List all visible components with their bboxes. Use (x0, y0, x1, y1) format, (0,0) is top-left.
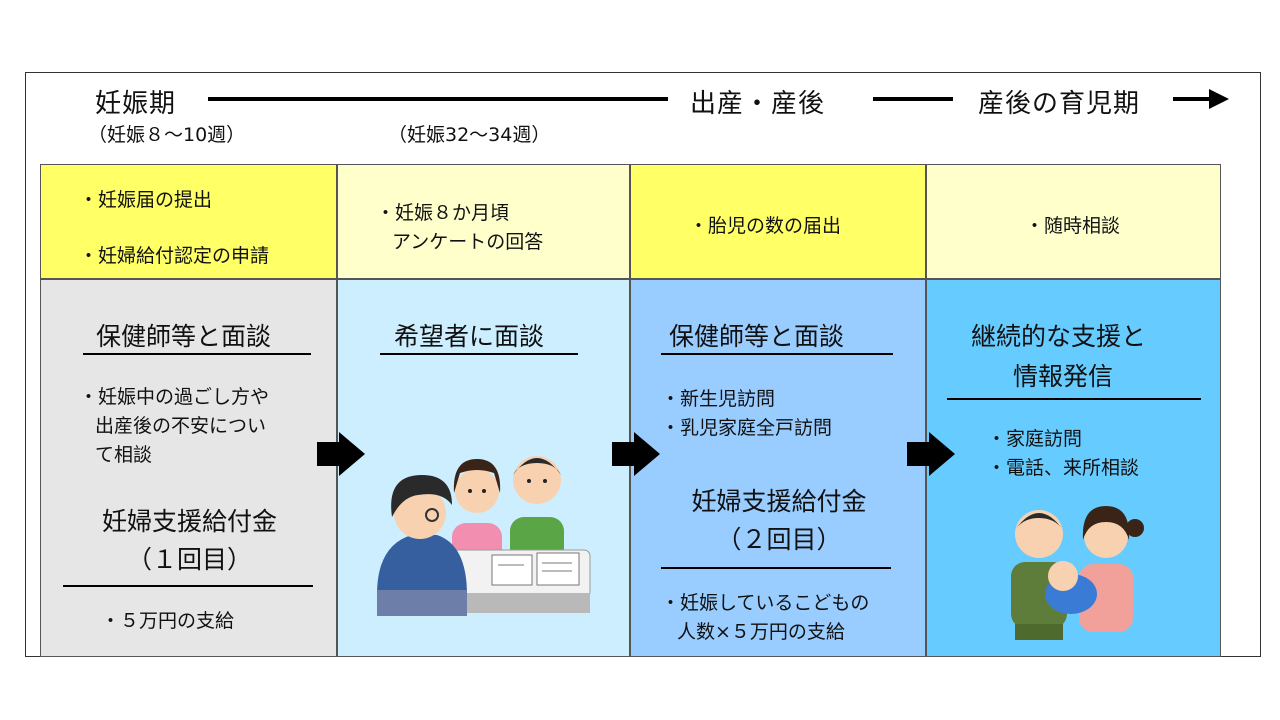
top-item: ・随時相談 (1025, 215, 1121, 237)
sub-late-label: （妊娠32～34週） (388, 124, 551, 146)
heading-underline (947, 398, 1201, 400)
detail-item: ・妊娠中の過ごし方や (79, 386, 270, 408)
top-item: アンケートの回答 (392, 231, 544, 253)
top-item: ・胎児の数の届出 (689, 215, 842, 237)
detail-item: ・電話、来所相談 (987, 457, 1140, 479)
sub-early-label: （妊娠８～10週） (88, 124, 246, 146)
benefit-item: 人数×５万円の支給 (677, 621, 845, 643)
top-cell-4: ・随時相談 (926, 164, 1221, 279)
benefit-round: （１回目） (126, 545, 252, 574)
timeline-line-1 (208, 97, 668, 101)
heading-underline (661, 353, 893, 355)
detail-item: 出産後の不安につい (95, 415, 267, 437)
column-heading: 継続的な支援と (971, 322, 1147, 351)
benefit-round: （２回目） (716, 525, 842, 554)
column-heading: 保健師等と面談 (96, 322, 272, 351)
heading-underline (380, 353, 578, 355)
benefit-item: ・妊娠しているこどもの (661, 592, 870, 614)
content-cell-2: 希望者に面談 (337, 279, 630, 657)
detail-item: ・家庭訪問 (987, 428, 1083, 450)
heading-underline (83, 353, 311, 355)
phase-pregnancy-label: 妊娠期 (95, 89, 177, 119)
column-heading: 保健師等と面談 (669, 322, 845, 351)
content-cell-3: 保健師等と面談 ・新生児訪問 ・乳児家庭全戸訪問 妊婦支援給付金 （２回目） ・… (630, 279, 926, 657)
timeline-line-3 (1173, 97, 1211, 101)
top-cell-1: ・妊娠届の提出 ・妊婦給付認定の申請 (40, 164, 337, 279)
benefit-underline (661, 567, 891, 569)
top-item: ・妊娠８か月頃 (376, 202, 510, 224)
column-heading: 希望者に面談 (394, 322, 545, 351)
detail-item: ・新生児訪問 (661, 388, 776, 410)
benefit-underline (63, 585, 313, 587)
top-item: ・妊娠届の提出 (79, 189, 213, 211)
phase-birth-label: 出産・産後 (690, 89, 826, 119)
benefit-title: 妊婦支援給付金 (101, 507, 277, 536)
timeline-line-2 (873, 97, 953, 101)
consultation-illustration (377, 456, 591, 616)
phase-childcare-label: 産後の育児期 (978, 89, 1141, 119)
timeline-arrow-icon (1209, 89, 1229, 109)
column-heading: 情報発信 (1013, 362, 1114, 391)
benefit-title: 妊婦支援給付金 (691, 487, 867, 516)
top-cell-2: ・妊娠８か月頃 アンケートの回答 (337, 164, 630, 279)
content-cell-1: 保健師等と面談 ・妊娠中の過ごし方や 出産後の不安につい て相談 妊婦支援給付金… (40, 279, 337, 657)
benefit-item: ・５万円の支給 (101, 610, 235, 632)
top-cell-3: ・胎児の数の届出 (630, 164, 926, 279)
content-cell-4: 継続的な支援と 情報発信 ・家庭訪問 ・電話、来所相談 (926, 279, 1221, 657)
top-item: ・妊婦給付認定の申請 (79, 245, 270, 267)
detail-item: ・乳児家庭全戸訪問 (661, 417, 833, 439)
detail-item: て相談 (95, 444, 153, 466)
family-illustration (1011, 506, 1144, 640)
